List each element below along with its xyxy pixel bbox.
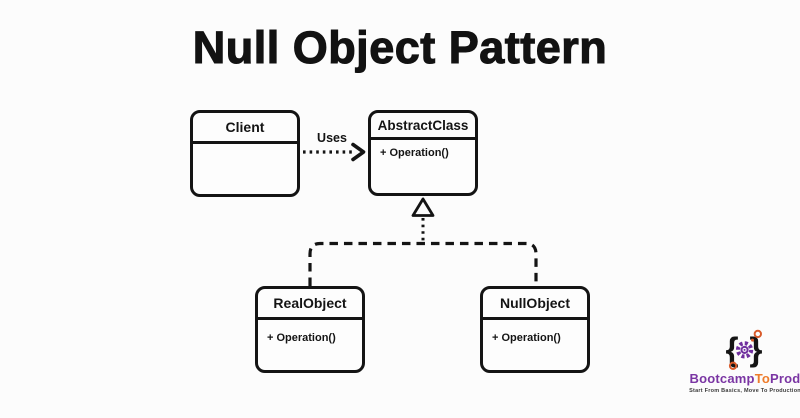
member-operation: + Operation() — [492, 332, 561, 344]
class-name-client: Client — [193, 113, 297, 144]
class-box-abstractclass: AbstractClass + Operation() — [368, 110, 478, 196]
uses-arrowhead-icon — [351, 142, 366, 162]
class-box-client: Client — [190, 110, 300, 197]
member-operation: + Operation() — [380, 147, 449, 159]
class-name-abstractclass: AbstractClass — [371, 113, 475, 140]
class-box-nullobject: NullObject + Operation() — [480, 286, 590, 373]
uses-relation-label: Uses — [317, 131, 347, 145]
page-title: Null Object Pattern — [192, 21, 608, 73]
orange-dot-icon — [751, 338, 755, 342]
logo-brand-text: BootcampToProd — [690, 372, 800, 386]
realization-dashed-path — [308, 241, 538, 286]
class-name-realobject: RealObject — [258, 289, 362, 320]
brace-left-glyph: { — [726, 332, 739, 369]
class-members-nullobject: + Operation() — [483, 320, 587, 344]
class-name-nullobject: NullObject — [483, 289, 587, 320]
brand-part-bootcamp: Bootcamp — [689, 371, 755, 386]
braces-gear-icon: { } — [726, 329, 763, 370]
brand-part-prod: Prod — [770, 371, 800, 386]
class-members-client — [193, 144, 297, 156]
class-members-realobject: + Operation() — [258, 320, 362, 344]
realization-triangle-icon — [411, 197, 435, 217]
member-operation: + Operation() — [267, 332, 336, 344]
class-members-abstractclass: + Operation() — [371, 140, 475, 159]
logo-tagline: Start From Basics, Move To Production — [689, 388, 800, 394]
class-box-realobject: RealObject + Operation() — [255, 286, 365, 373]
brand-part-to: To — [754, 371, 771, 386]
orange-ring-bottom-icon — [728, 361, 738, 370]
orange-ring-top-icon — [753, 329, 762, 339]
bootcamptoprod-logo: { } BootcampToProd Start From Basics, Mo… — [688, 326, 800, 394]
